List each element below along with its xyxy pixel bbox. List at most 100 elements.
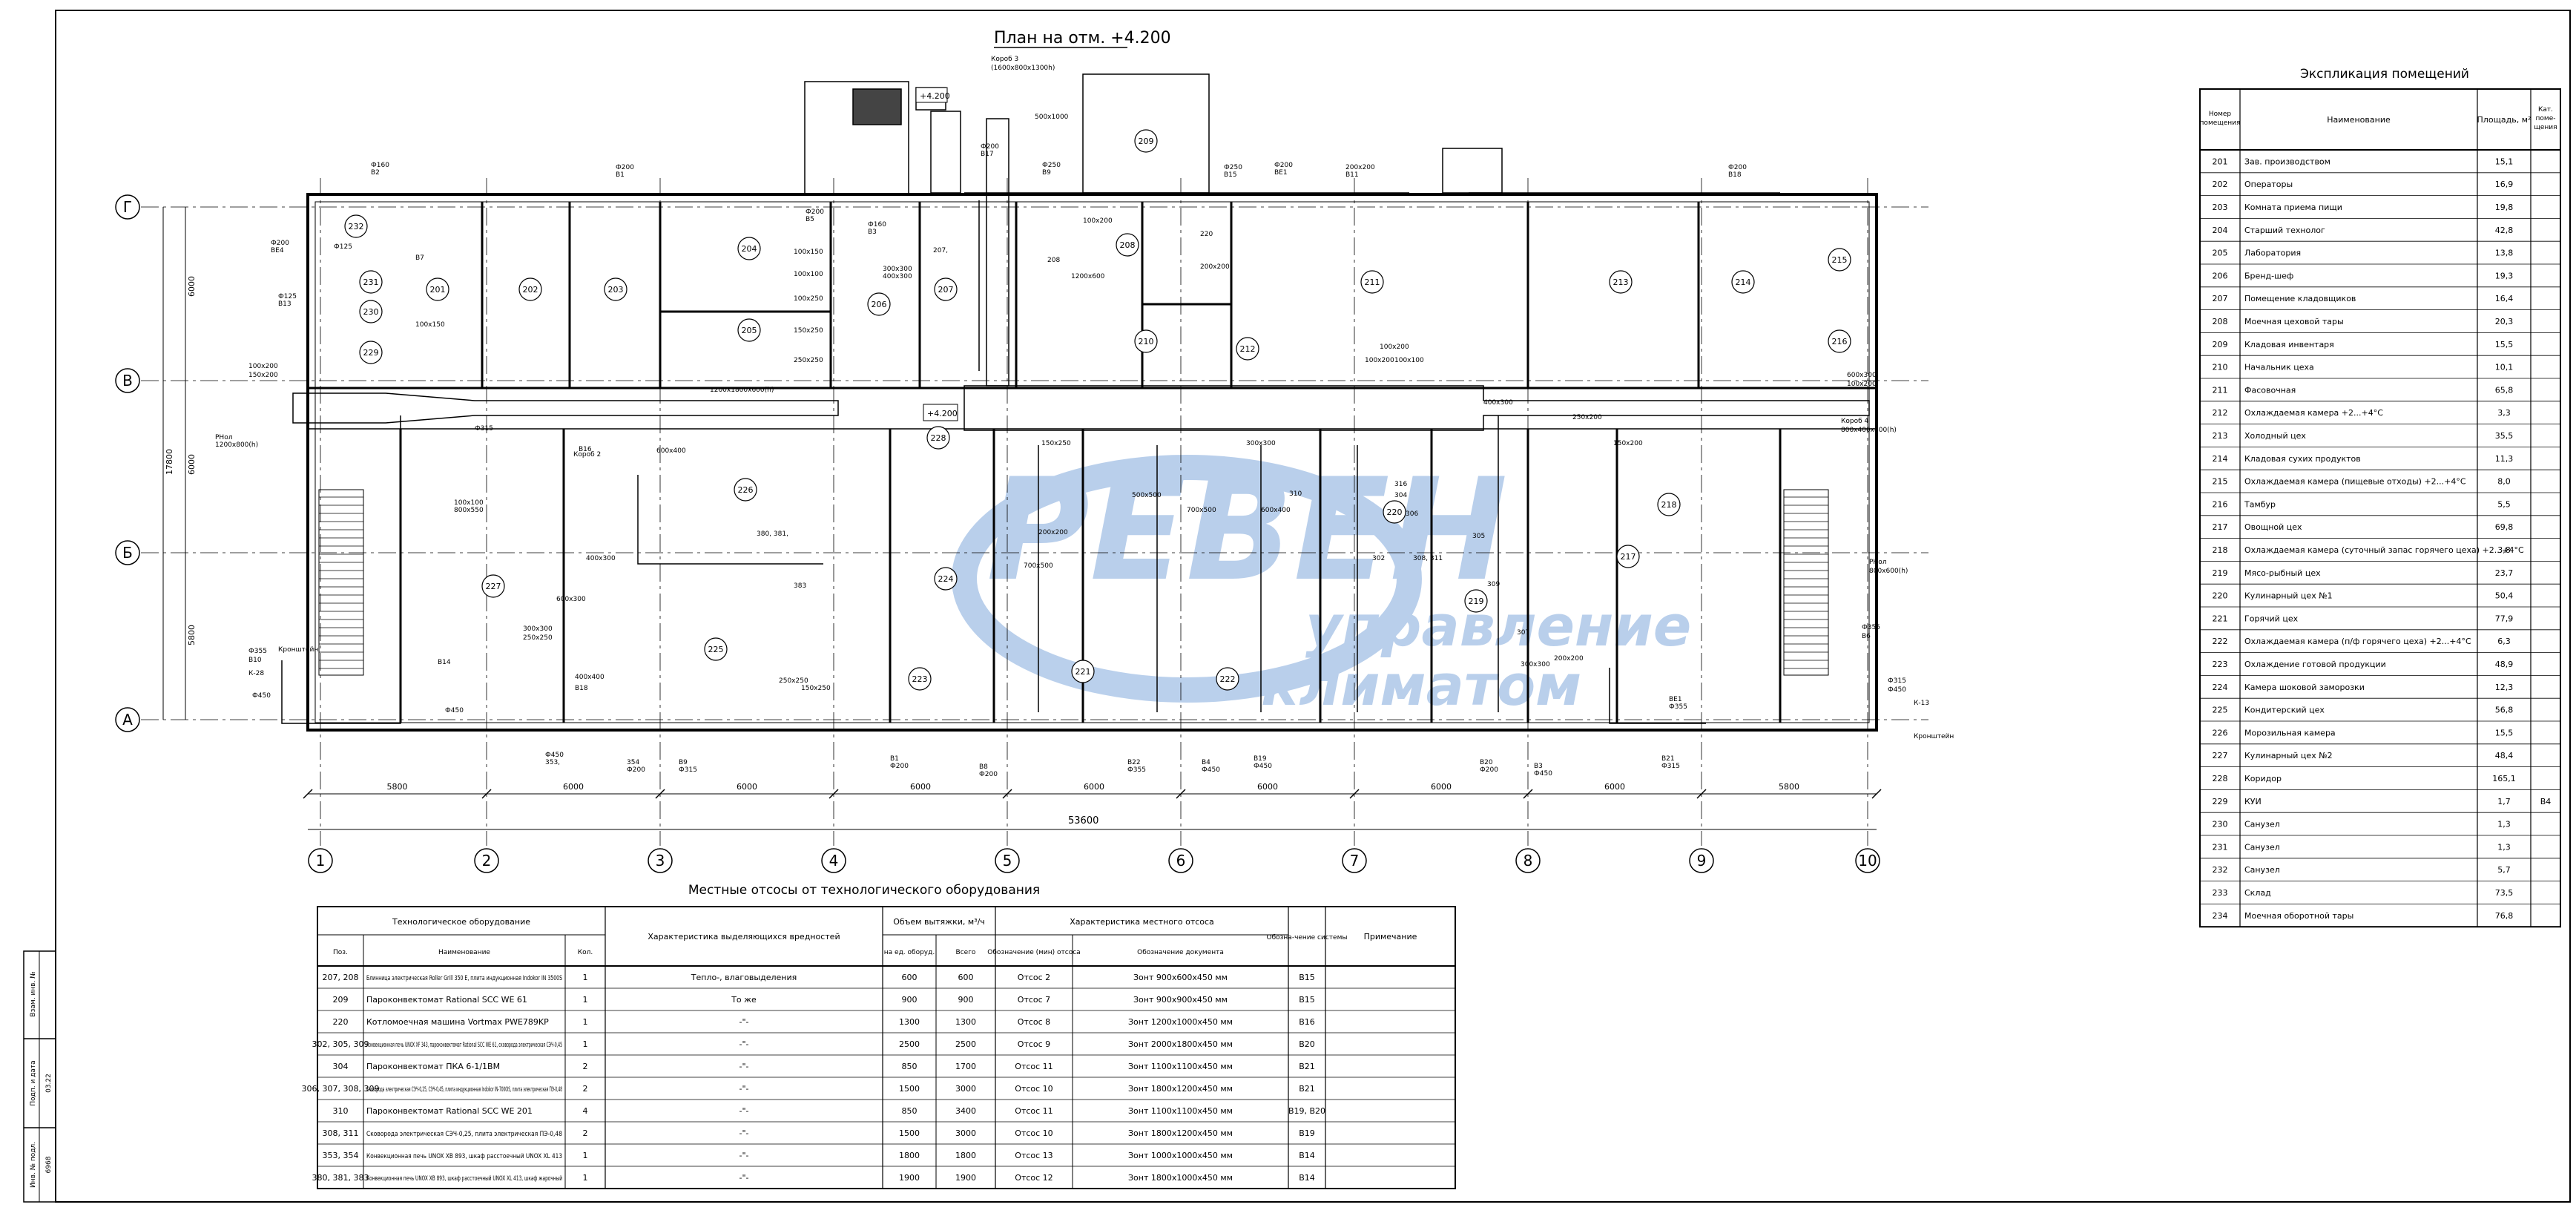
exhaust-cell: 1 <box>583 995 588 1005</box>
room-circle <box>734 478 757 502</box>
room-number: 223 <box>912 674 928 684</box>
expl-room-name: Фасовочная <box>2244 385 2296 395</box>
expl-room-name: Тамбур <box>2244 499 2276 509</box>
duct-annotation: В10 <box>248 657 262 664</box>
duct-annotation: 300x300 <box>523 625 553 633</box>
duct-annotation: 150x250 <box>801 685 831 692</box>
expl-room-number: 212 <box>2213 408 2228 418</box>
expl-header: Наименование <box>2327 115 2391 125</box>
expl-room-name: Санузел <box>2244 842 2280 852</box>
duct-annotation: (1600x800x1300h) <box>991 65 1055 72</box>
duct-annotation: Ф315 <box>1661 763 1680 770</box>
exhaust-cell: 1900 <box>955 1173 976 1183</box>
duct-annotation: 308, 311 <box>1413 555 1443 562</box>
duct-annotation: ВЕ1 <box>1274 169 1288 177</box>
duct-annotation: 208 <box>1047 257 1060 264</box>
duct-annotation: 207, <box>933 247 948 254</box>
exhaust-cell: 310 <box>333 1106 349 1116</box>
duct-annotation: В22 <box>1127 759 1141 766</box>
expl-room-name: Охлаждаемая камера (суточный запас горяч… <box>2244 545 2524 555</box>
exhaust-cell: -"- <box>739 1173 749 1183</box>
stairs-right <box>1783 489 1829 676</box>
dim-tick <box>481 789 492 799</box>
expl-room-name: Кулинарный цех №1 <box>2244 591 2333 601</box>
exhaust-sub-header: Обозначение (мин) отсоса <box>987 949 1080 956</box>
axis-bubble-v <box>1168 848 1193 873</box>
exhaust-group-header: Технологическое оборудование <box>392 917 530 927</box>
room-circle <box>1828 248 1851 272</box>
axis-bubble-h <box>115 194 140 220</box>
expl-room-number: 233 <box>2213 888 2228 898</box>
duct-annotation: 304 <box>1394 492 1407 499</box>
expl-room-area: 15,1 <box>2495 157 2514 166</box>
height-dim-2: 6000 <box>187 454 197 475</box>
exhaust-cell: Тепло-, влаговыделения <box>691 973 797 982</box>
duct-annotation: 200x200 <box>1038 529 1068 536</box>
room-circle <box>1236 337 1259 361</box>
duct-annotation: 1200x1800x600(h) <box>710 387 774 394</box>
stamp-value: 03.22 <box>45 1074 53 1093</box>
axis-bubble-v <box>474 848 499 873</box>
room-number: 221 <box>1075 667 1091 677</box>
expl-room-area: 69,8 <box>2495 522 2514 532</box>
exhaust-cell: Блинница электрическая Roller Grill 350 … <box>366 975 562 982</box>
exhaust-cell: -"- <box>739 1151 749 1160</box>
expl-room-name: Старший технолог <box>2244 226 2325 235</box>
exhaust-cell: 600 <box>958 973 974 982</box>
duct-annotation: Короб 2 <box>573 451 601 459</box>
duct-annotation: Кронштейн <box>278 646 318 654</box>
exhaust-sub-header: Всего <box>956 949 976 956</box>
expl-room-number: 231 <box>2213 842 2228 852</box>
duct-annotation: Ф250 <box>1042 162 1061 169</box>
expl-room-number: 215 <box>2213 477 2228 487</box>
room-circle <box>1657 493 1681 516</box>
duct-annotation: 600x300 <box>556 596 586 603</box>
exhaust-cell: 1900 <box>899 1173 920 1183</box>
expl-room-name: Санузел <box>2244 865 2280 875</box>
duct-annotation: 307 <box>1517 629 1529 637</box>
stamp-label: Взам. инв. № <box>30 971 37 1016</box>
exhaust-cell: В19 <box>1299 1128 1315 1138</box>
room-number: 205 <box>742 326 757 335</box>
duct-annotation: 100x100 <box>794 271 823 278</box>
exhaust-cell: 304 <box>333 1062 349 1071</box>
expl-room-name: Мясо-рыбный цех <box>2244 568 2321 578</box>
expl-room-number: 216 <box>2213 499 2228 509</box>
duct-annotation: Ф355 <box>1669 703 1687 711</box>
room-circle <box>426 277 449 301</box>
exhaust-cell: 209 <box>333 995 349 1005</box>
exhaust-cell: Зонт 1100х1100х450 мм <box>1128 1062 1233 1071</box>
expl-room-area: 19,3 <box>2495 271 2514 280</box>
duct-annotation: К-13 <box>1914 700 1929 707</box>
duct-annotation: 305 <box>1472 533 1485 540</box>
duct-annotation: В9 <box>1042 169 1051 177</box>
duct-annotation: Ф200 <box>981 143 999 151</box>
duct-annotation: 300x300 <box>1521 661 1550 668</box>
exhaust-cell: Пароконвектомат Rational SCC WE 61 <box>366 995 527 1005</box>
expl-room-number: 232 <box>2213 865 2228 875</box>
room-number: 215 <box>1832 255 1848 265</box>
duct-annotation: 600x400 <box>656 447 686 455</box>
exhaust-group-header: Обозна-чение системы <box>1267 934 1348 941</box>
duct-annotation: В19 <box>1254 755 1267 763</box>
expl-room-category: В4 <box>2540 797 2552 806</box>
duct-annotation: 100x250 <box>794 295 823 303</box>
expl-room-number: 214 <box>2213 454 2228 464</box>
duct-annotation: В20 <box>1480 759 1493 766</box>
expl-room-area: 12,3 <box>2495 683 2514 692</box>
exhaust-cell: Пароконвектомат ПКА 6-1/1ВМ <box>366 1062 500 1071</box>
exhaust-cell: 4 <box>583 1106 588 1116</box>
expl-room-area: 23,7 <box>2495 568 2514 578</box>
plan-title: План на отм. +4.200 <box>994 29 1171 47</box>
duct-annotation: Ф200 <box>271 240 289 247</box>
exhaust-cell: Пароконвектомат Rational SCC WE 201 <box>366 1106 533 1116</box>
duct-annotation: Ф200 <box>890 763 909 770</box>
exhaust-cell: 308, 311 <box>323 1128 359 1138</box>
expl-room-name: Санузел <box>2244 820 2280 829</box>
air-ducts <box>281 118 1870 724</box>
level-mark-corridor: +4.200 <box>927 409 958 418</box>
expl-header: поме- <box>2536 115 2556 122</box>
exhaust-cell: 900 <box>902 995 918 1005</box>
expl-room-number: 204 <box>2213 226 2228 235</box>
